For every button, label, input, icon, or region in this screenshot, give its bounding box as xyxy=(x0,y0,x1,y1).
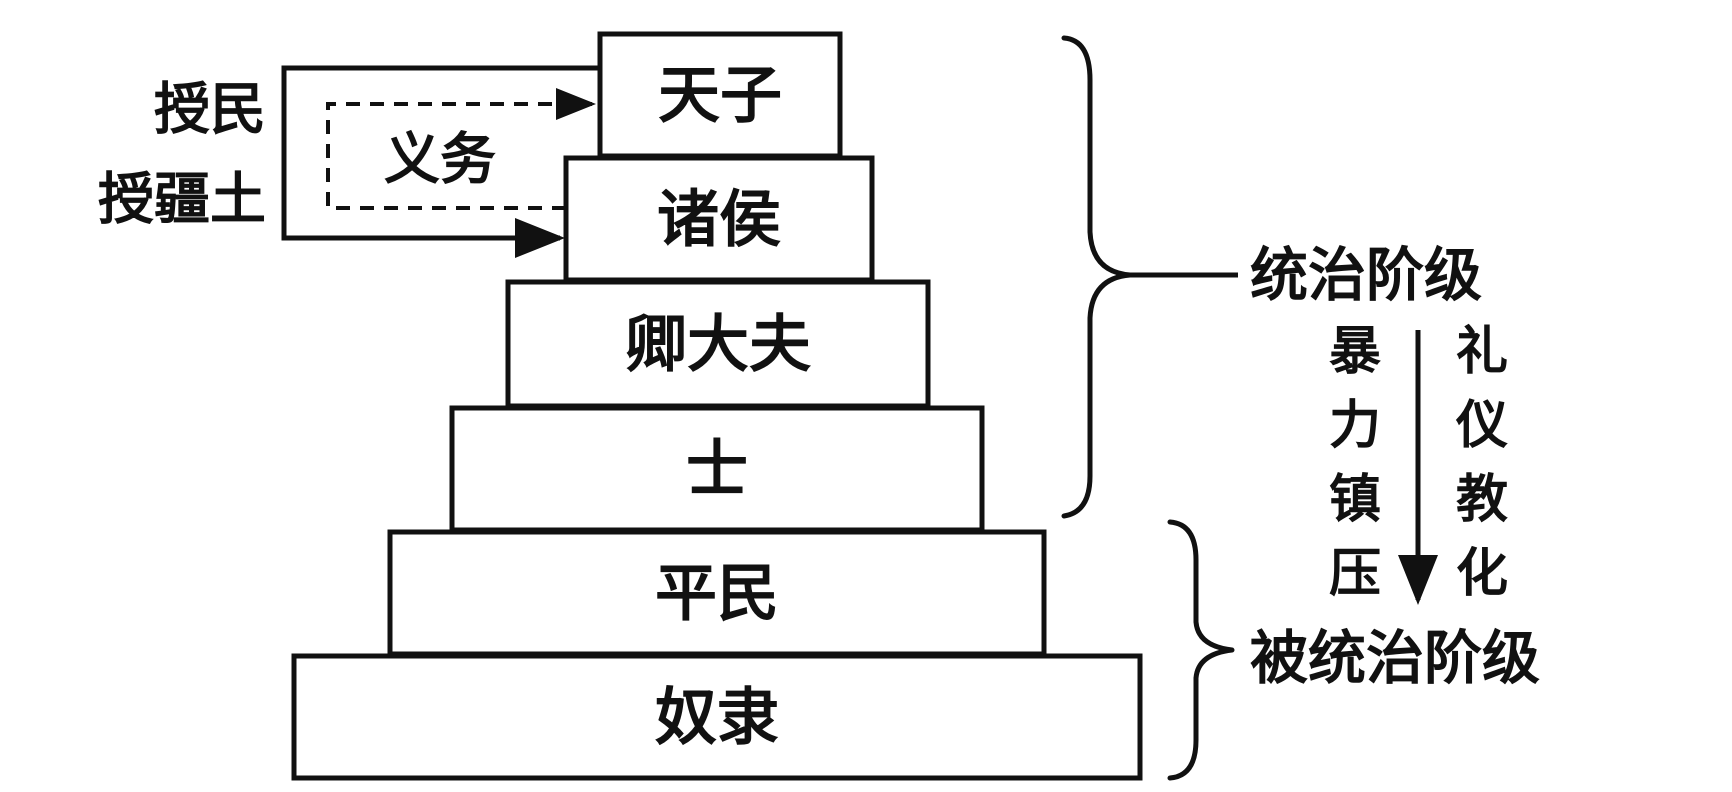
violent-suppression-char: 镇 xyxy=(1329,470,1381,530)
tier-pingmin-label: 平民 xyxy=(655,557,779,630)
grant-people-label: 授民 xyxy=(154,78,266,143)
ritual-education-label: 礼 仪 教 化 xyxy=(1455,322,1508,604)
duty-arrow xyxy=(326,88,596,210)
tier-qingdafu: 卿大夫 xyxy=(505,279,931,409)
tier-zhuhou-label: 诸侯 xyxy=(657,183,781,256)
grant-labels: 授民 授疆土 xyxy=(98,78,266,233)
ritual-education-char: 化 xyxy=(1456,544,1508,604)
violent-suppression-char: 压 xyxy=(1329,544,1381,604)
violent-suppression-label: 暴 力 镇 压 xyxy=(1329,322,1381,604)
duty-label: 义务 xyxy=(384,128,496,193)
tier-zhuhou: 诸侯 xyxy=(563,155,875,283)
tier-tianzi-label: 天子 xyxy=(658,59,782,132)
violent-suppression-char: 力 xyxy=(1329,396,1381,456)
tier-pingmin: 平民 xyxy=(387,529,1047,657)
tier-tianzi: 天子 xyxy=(597,31,843,159)
tier-shi-label: 士 xyxy=(686,433,748,506)
ritual-education-char: 仪 xyxy=(1455,396,1508,456)
ruled-class-brace xyxy=(1167,519,1235,781)
tier-nuli: 奴隶 xyxy=(291,653,1143,781)
grant-territory-label: 授疆土 xyxy=(98,168,266,233)
grant-arrow xyxy=(281,65,600,258)
ritual-education-char: 礼 xyxy=(1456,322,1508,382)
tier-qingdafu-label: 卿大夫 xyxy=(625,308,812,381)
tier-shi: 士 xyxy=(449,405,985,533)
violent-suppression-char: 暴 xyxy=(1329,322,1381,382)
ruling-class-brace xyxy=(1061,35,1133,519)
ruling-class-label: 统治阶级 xyxy=(1250,241,1482,309)
pyramid: 天子 诸侯 卿大夫 士 平民 奴隶 xyxy=(291,31,1143,781)
ruled-class-label: 被统治阶级 xyxy=(1250,624,1540,692)
tier-nuli-label: 奴隶 xyxy=(655,681,779,754)
ritual-education-char: 教 xyxy=(1456,470,1508,530)
